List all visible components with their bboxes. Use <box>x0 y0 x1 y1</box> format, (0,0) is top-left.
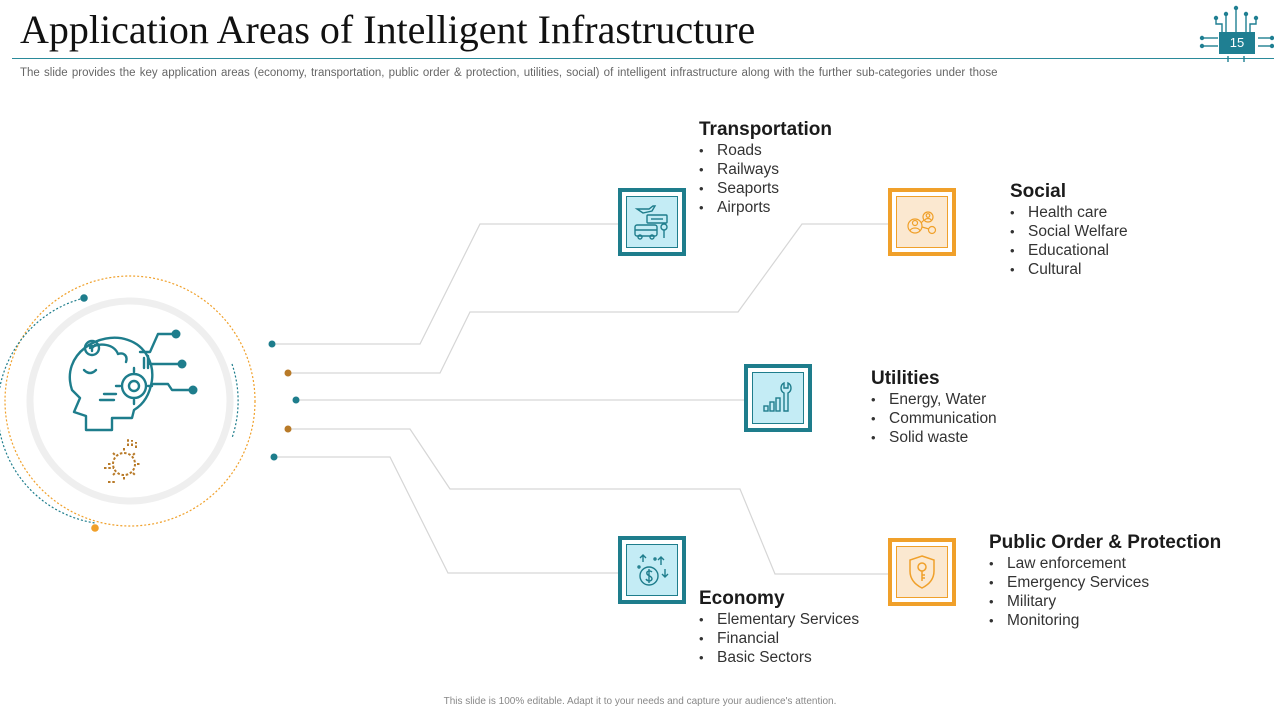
area-block-economy: Economy Elementary Services Financial Ba… <box>699 588 859 667</box>
list-item: Airports <box>699 198 832 217</box>
connector-public-order <box>288 428 890 575</box>
area-heading: Economy <box>699 588 785 609</box>
area-heading: Utilities <box>871 368 940 389</box>
money-bag-icon <box>637 554 669 586</box>
shield-key-icon <box>909 555 935 589</box>
list-item: Military <box>989 592 1221 611</box>
tile-social <box>888 188 956 256</box>
slide-subtitle: The slide provides the key application a… <box>20 67 998 79</box>
list-item: Energy, Water <box>871 390 997 409</box>
area-block-transportation: Transportation Roads Railways Seaports A… <box>699 119 832 217</box>
page-number-badge: 15 <box>1219 32 1255 54</box>
list-item: Basic Sectors <box>699 648 859 667</box>
area-heading: Social <box>1010 181 1066 202</box>
list-item: Roads <box>699 141 832 160</box>
list-item: Financial <box>699 629 859 648</box>
tile-public-order <box>888 538 956 606</box>
connector-economy <box>274 456 620 574</box>
area-heading: Public Order & Protection <box>989 532 1222 553</box>
title-rule <box>12 58 1274 59</box>
area-item-list: Energy, Water Communication Solid waste <box>871 390 997 447</box>
circuit-logo-icon <box>1199 5 1274 62</box>
tile-utilities <box>744 364 812 432</box>
social-network-icon <box>907 211 937 235</box>
area-block-social: Social Health care Social Welfare Educat… <box>1010 181 1128 279</box>
list-item: Monitoring <box>989 611 1221 630</box>
list-item: Educational <box>1010 241 1128 260</box>
area-block-utilities: Utilities Energy, Water Communication So… <box>871 368 997 447</box>
area-item-list: Health care Social Welfare Educational C… <box>1010 203 1128 279</box>
connector-dot-1 <box>268 340 276 348</box>
list-item: Communication <box>871 409 997 428</box>
brain-gear-head-icon <box>68 332 192 432</box>
wrench-chart-icon <box>763 381 792 412</box>
tile-transportation <box>618 188 686 256</box>
connector-dot-2 <box>284 369 292 377</box>
transport-icon <box>634 205 668 240</box>
list-item: Seaports <box>699 179 832 198</box>
list-item: Elementary Services <box>699 610 859 629</box>
list-item: Health care <box>1010 203 1128 222</box>
list-item: Social Welfare <box>1010 222 1128 241</box>
connector-dot-5 <box>270 453 278 461</box>
list-item: Solid waste <box>871 428 997 447</box>
slide-title: Application Areas of Intelligent Infrast… <box>20 7 756 52</box>
area-heading: Transportation <box>699 119 833 140</box>
list-item: Law enforcement <box>989 554 1221 573</box>
area-item-list: Law enforcement Emergency Services Milit… <box>989 554 1221 630</box>
connector-dot-4 <box>284 425 292 433</box>
list-item: Cultural <box>1010 260 1128 279</box>
connector-social <box>288 223 890 374</box>
connector-transportation <box>272 223 620 345</box>
list-item: Emergency Services <box>989 573 1221 592</box>
list-item: Railways <box>699 160 832 179</box>
hub-graphic <box>0 275 256 532</box>
area-block-public-order: Public Order & Protection Law enforcemen… <box>989 532 1221 630</box>
connector-dot-3 <box>292 396 300 404</box>
tile-economy <box>618 536 686 604</box>
small-gear-icon <box>104 438 140 483</box>
area-item-list: Elementary Services Financial Basic Sect… <box>699 610 859 667</box>
slide-footer: This slide is 100% editable. Adapt it to… <box>443 696 837 707</box>
area-item-list: Roads Railways Seaports Airports <box>699 141 832 217</box>
